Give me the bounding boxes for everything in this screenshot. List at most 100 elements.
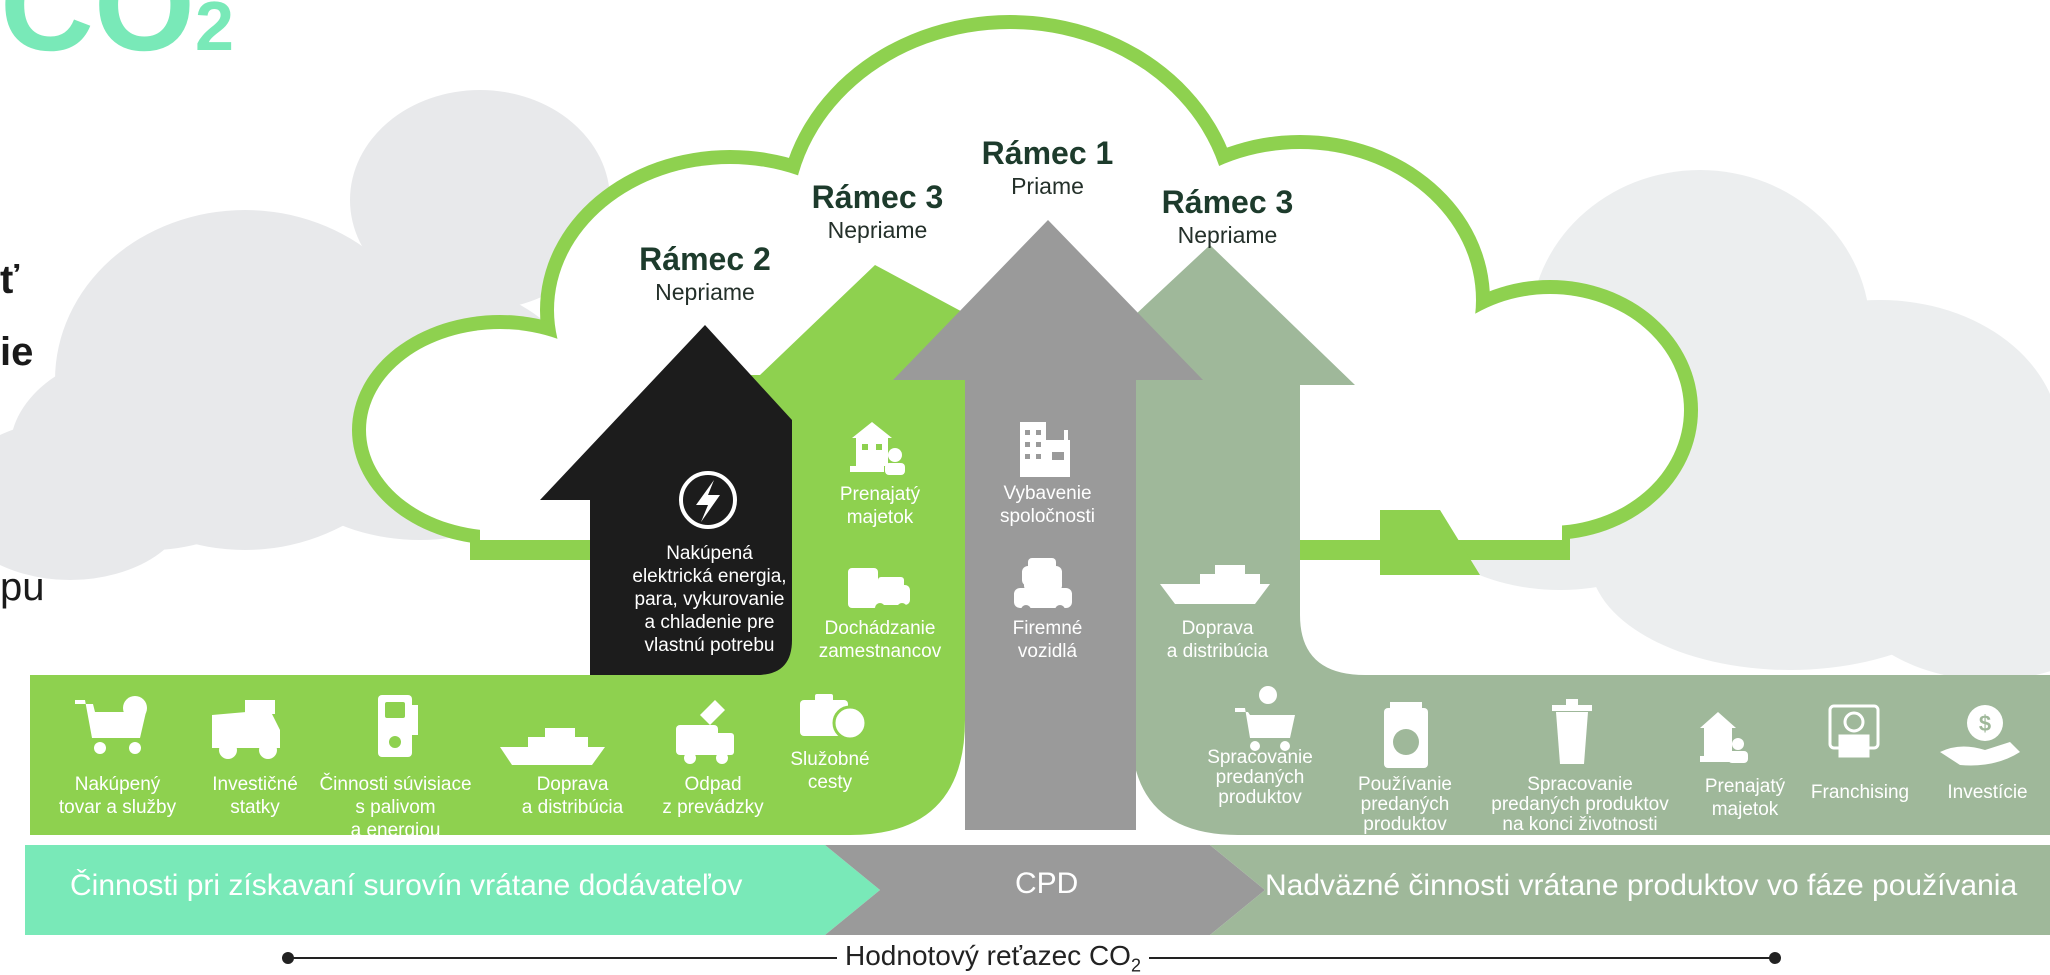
building-lease-icon bbox=[1700, 712, 1748, 763]
scope1-item-label: Vybavenie spoločnosti bbox=[975, 482, 1120, 528]
scope2-line-1: Nakúpená bbox=[666, 543, 753, 564]
downstream-item-label: Franchising bbox=[1800, 781, 1920, 804]
end-of-life-line-3: na konci životnosti bbox=[1502, 814, 1658, 835]
downstream-chevron-label: Nadväzné činnosti vrátane produktov vo f… bbox=[1265, 869, 2018, 902]
car-icon bbox=[848, 568, 910, 613]
scope3-right-arrow bbox=[1060, 245, 2050, 835]
scope3-left-item-label: Dochádzanie zamestnancov bbox=[800, 617, 960, 663]
fuel-energy-line-2: s palivom bbox=[355, 797, 436, 818]
scope2-subtitle: Nepriame bbox=[655, 279, 755, 305]
co2-heading-text: CO bbox=[0, 0, 195, 78]
scope3-right-item-label: Doprava a distribúcia bbox=[1140, 617, 1295, 663]
downstream-item-label: Prenajatý majetok bbox=[1690, 775, 1800, 821]
processing-line-3: produktov bbox=[1218, 787, 1302, 808]
commuting-line-1: Dochádzanie bbox=[824, 618, 936, 639]
scope2-title: Rámec 2 Nepriame bbox=[600, 240, 810, 306]
upstream-item-label: Nakúpený tovar a služby bbox=[45, 773, 190, 819]
axis-dot-right bbox=[1769, 952, 1781, 964]
scope2-line-2: elektrická energia, bbox=[632, 566, 787, 587]
waste-line-2: z prevádzky bbox=[662, 797, 764, 818]
upstream-item-label: Doprava a distribúcia bbox=[500, 773, 645, 819]
building-lease-icon bbox=[850, 422, 905, 475]
ship-icon bbox=[500, 728, 605, 765]
downstream-transport-line-1: Doprava bbox=[1181, 618, 1254, 639]
background-cloud-right bbox=[1400, 170, 2050, 680]
franchise-icon bbox=[1828, 704, 1880, 758]
axis-label-subscript: 2 bbox=[1130, 955, 1141, 975]
ship-icon bbox=[1160, 565, 1270, 604]
scope3-left-arrow bbox=[30, 265, 1080, 835]
value-chain-axis-label: Hodnotový reťazec CO2 bbox=[837, 940, 1149, 975]
scope3-left-title: Rámec 3 Nepriame bbox=[770, 178, 985, 244]
business-travel-line-1: Služobné bbox=[790, 749, 870, 770]
left-fragment-1: ť bbox=[0, 258, 20, 302]
purchased-goods-line-2: tovar a služby bbox=[58, 797, 177, 818]
scope2-line-4: a chladenie pre bbox=[644, 612, 775, 633]
money-hand-icon: $ bbox=[1940, 705, 2020, 766]
office-building-icon bbox=[1020, 422, 1070, 477]
upstream-item-label: Služobné cesty bbox=[775, 748, 885, 794]
processing-line-1: Spracovanie bbox=[1207, 747, 1313, 768]
use-line-3: produktov bbox=[1363, 814, 1447, 835]
scope1-title: Rámec 1 Priame bbox=[945, 134, 1150, 200]
upstream-chevron-label: Činnosti pri získavaní surovín vrátane d… bbox=[70, 869, 743, 902]
upstream-item-label: Činnosti súvisiace s palivom a energiou bbox=[308, 773, 483, 842]
cart-icon bbox=[75, 696, 147, 754]
downstream-item-label: Spracovanie predaných produktov na konci… bbox=[1480, 775, 1680, 835]
facilities-line-1: Vybavenie bbox=[1003, 483, 1092, 504]
scope1-title-text: Rámec 1 bbox=[981, 135, 1114, 171]
left-fragment-3: pu bbox=[0, 565, 45, 609]
axis-dot-left bbox=[282, 952, 294, 964]
cloud-base-wedge bbox=[1380, 510, 1480, 575]
scope2-item-label: Nakúpená elektrická energia, para, vykur… bbox=[622, 542, 797, 657]
scope3-left-subtitle: Nepriame bbox=[827, 217, 928, 243]
suitcase-icon bbox=[800, 694, 868, 741]
fuel-energy-line-1: Činnosti súvisiace bbox=[319, 774, 472, 795]
leased-assets-line-1: Prenajatý bbox=[839, 484, 921, 505]
scope3-right-subtitle: Nepriame bbox=[1177, 222, 1278, 248]
scope3-right-title-text: Rámec 3 bbox=[1161, 184, 1294, 220]
cars-icon bbox=[1014, 558, 1072, 615]
business-travel-line-2: cesty bbox=[807, 772, 853, 793]
downstream-leased-line-2: majetok bbox=[1711, 799, 1779, 820]
scope3-right-title: Rámec 3 Nepriame bbox=[1120, 183, 1335, 249]
capital-goods-line-2: statky bbox=[230, 797, 280, 818]
scope3-left-item-label: Prenajatý majetok bbox=[800, 483, 960, 529]
capital-goods-line-1: Investičné bbox=[212, 774, 298, 795]
downstream-item-label: Investície bbox=[1930, 781, 2045, 804]
franchising-line-1: Franchising bbox=[1810, 782, 1910, 803]
trash-can-icon bbox=[1552, 699, 1592, 764]
downstream-transport-line-2: a distribúcia bbox=[1166, 641, 1269, 662]
vehicles-line-1: Firemné bbox=[1012, 618, 1083, 639]
fuel-pump-icon bbox=[378, 695, 418, 757]
scope1-arrow bbox=[893, 220, 1203, 830]
scope3-left-title-text: Rámec 3 bbox=[811, 179, 944, 215]
upstream-item-label: Investičné statky bbox=[200, 773, 310, 819]
downstream-item-label: Spracovanie predaných produktov bbox=[1190, 748, 1330, 808]
facilities-line-2: spoločnosti bbox=[999, 506, 1096, 527]
scope1-subtitle: Priame bbox=[1011, 173, 1084, 199]
scope2-line-5: vlastnú potrebu bbox=[644, 635, 775, 656]
end-of-life-line-1: Spracovanie bbox=[1527, 774, 1633, 795]
waste-line-1: Odpad bbox=[684, 774, 742, 795]
scope2-line-3: para, vykurovanie bbox=[634, 589, 785, 610]
left-fragment-2: ie bbox=[0, 330, 34, 374]
co2-heading-subscript: 2 bbox=[195, 0, 234, 65]
cart-gear-icon bbox=[1235, 686, 1295, 751]
commuting-line-2: zamestnancov bbox=[818, 641, 942, 662]
downstream-chevron bbox=[1210, 845, 2050, 935]
processing-line-2: predaných bbox=[1215, 767, 1305, 788]
leased-assets-line-2: majetok bbox=[846, 507, 914, 528]
cpd-chevron bbox=[825, 845, 1265, 935]
cpd-chevron-label: CPD bbox=[1015, 867, 1079, 900]
end-of-life-line-2: predaných produktov bbox=[1491, 794, 1669, 815]
downstream-leased-line-1: Prenajatý bbox=[1704, 776, 1786, 797]
garbage-truck-icon bbox=[676, 700, 734, 764]
use-line-1: Používanie bbox=[1357, 774, 1452, 795]
co2-heading: CO2 bbox=[0, 0, 234, 91]
fuel-energy-line-3: a energiou bbox=[350, 820, 441, 841]
vehicles-line-2: vozidlá bbox=[1017, 641, 1078, 662]
scope1-item-label: Firemné vozidlá bbox=[975, 617, 1120, 663]
